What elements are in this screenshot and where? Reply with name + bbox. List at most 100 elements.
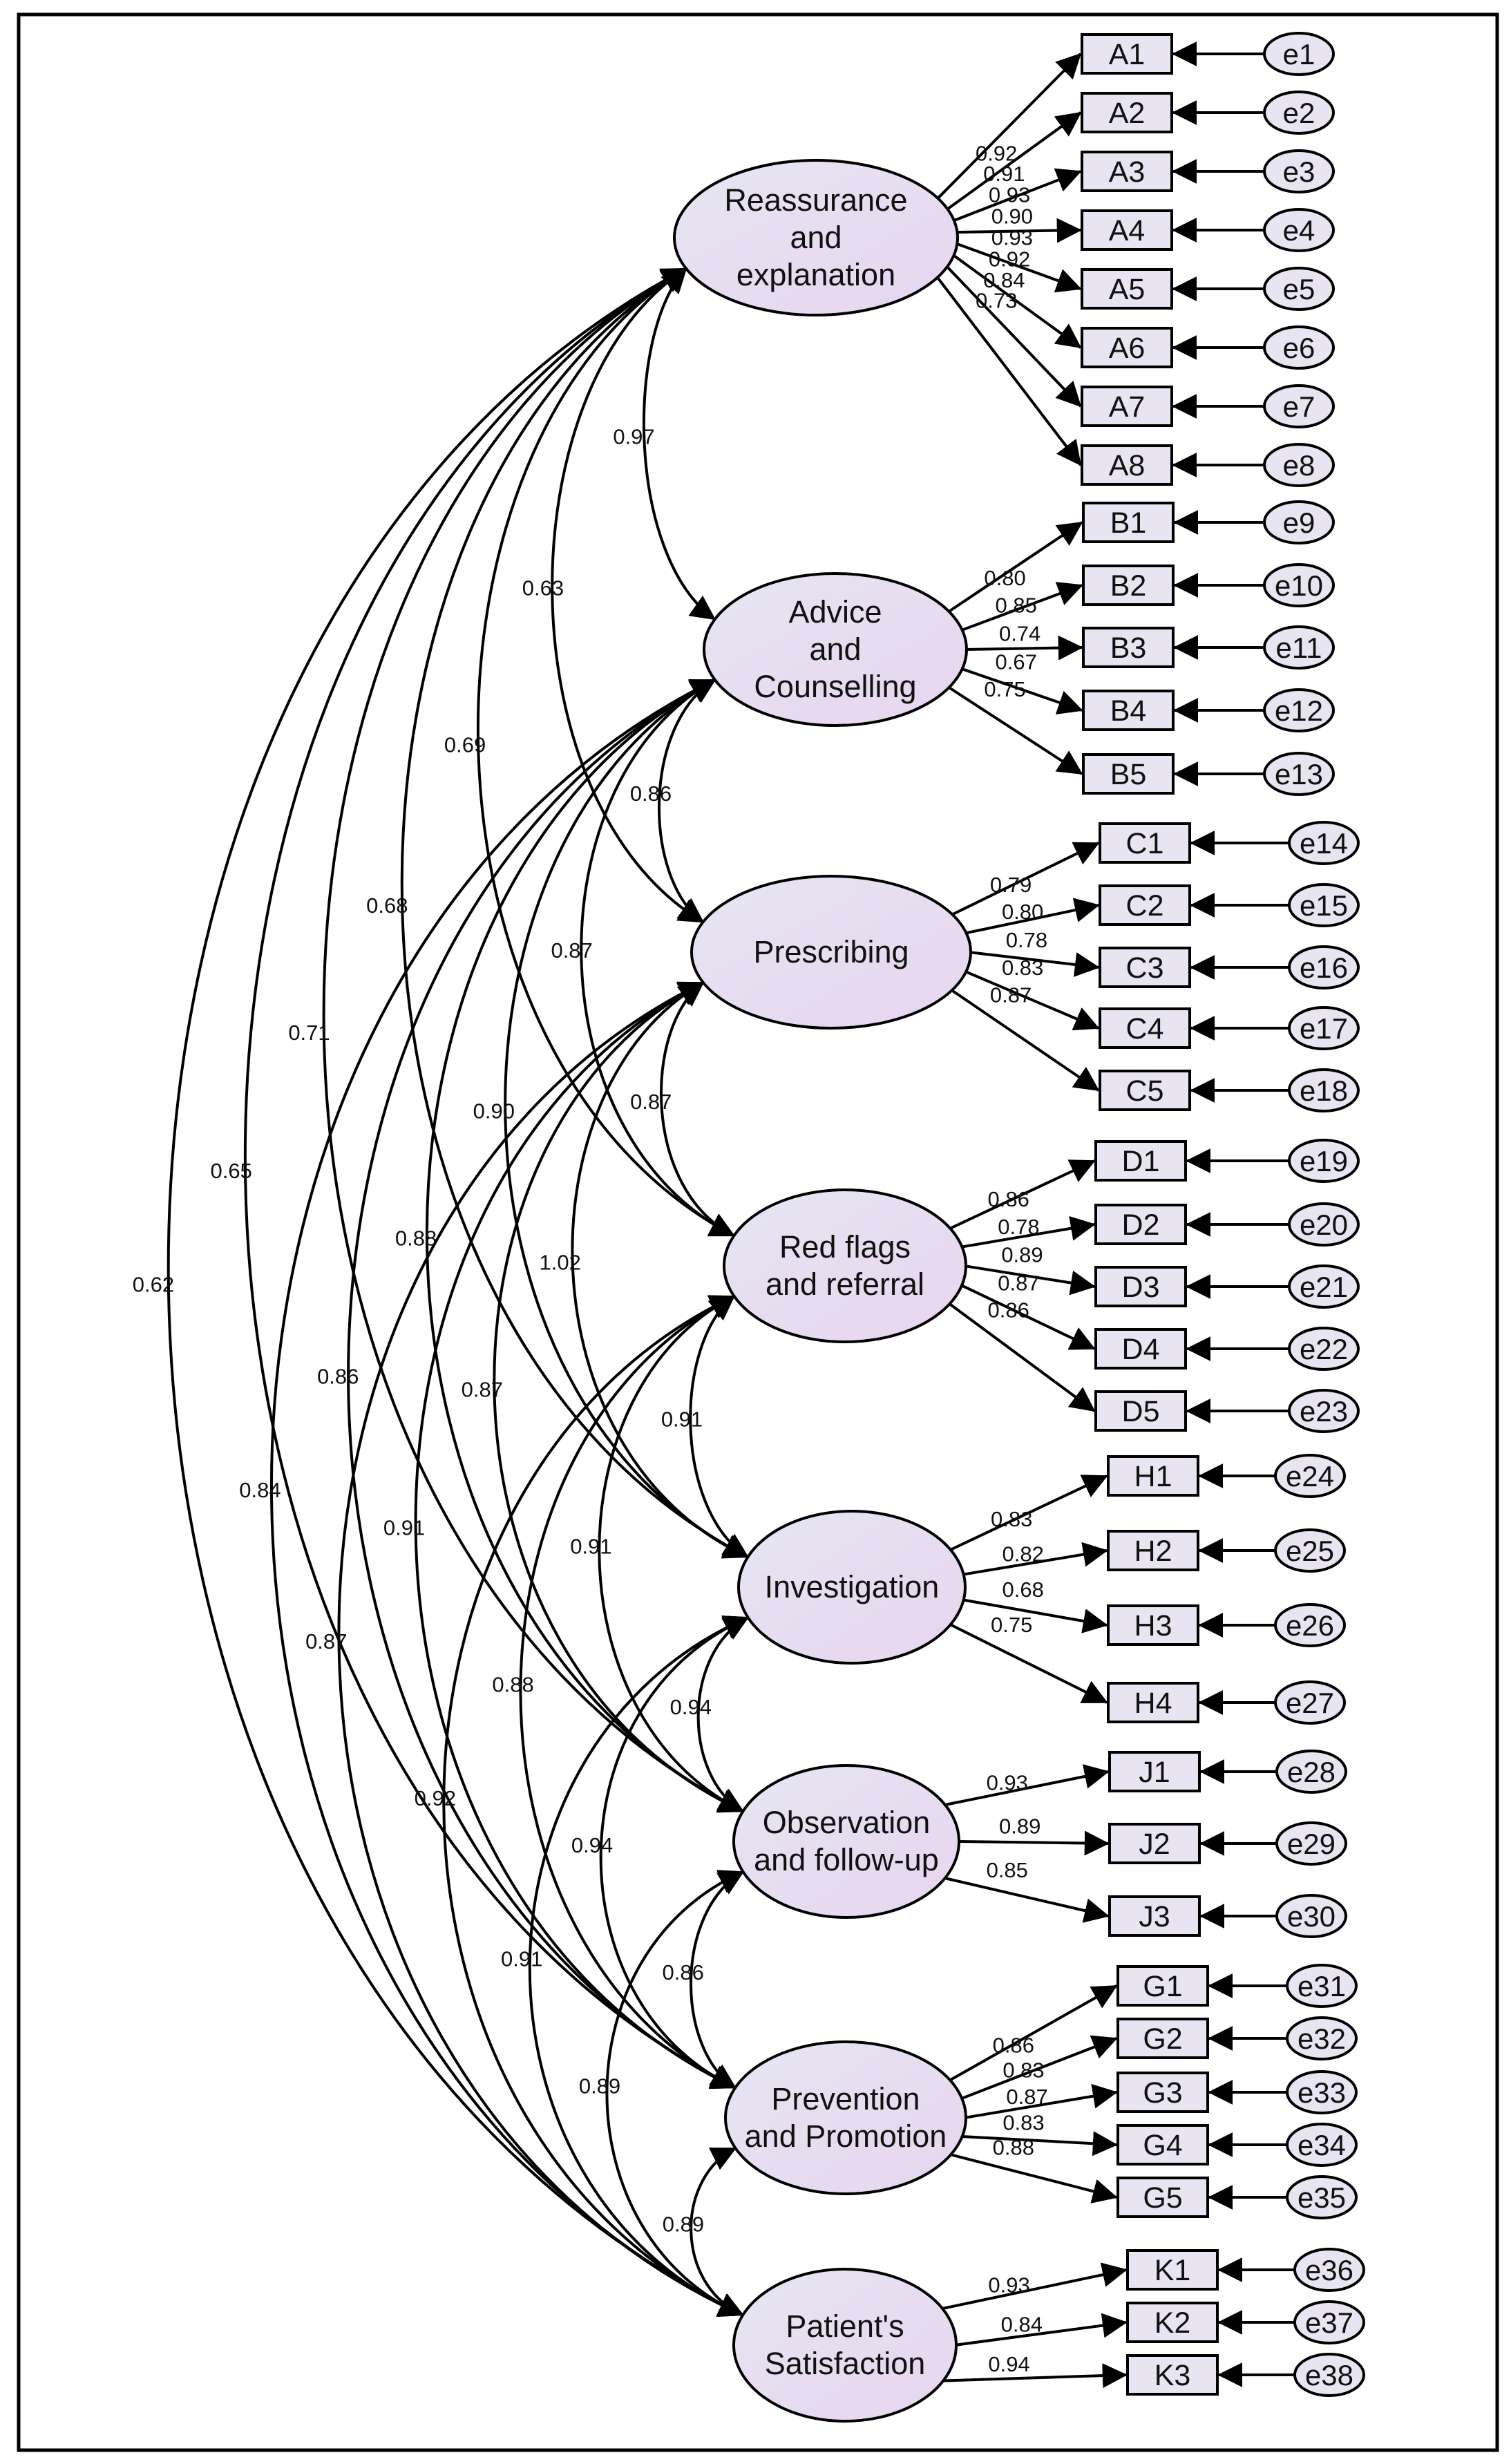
- covariance-arrow: [690, 2147, 744, 2317]
- indicator-label: H3: [1134, 1609, 1172, 1642]
- error-ellipse: [1263, 208, 1335, 252]
- error-ellipse: [1286, 2016, 1358, 2060]
- indicator-box: [1081, 327, 1173, 368]
- covariance-arrow: [414, 981, 737, 2089]
- indicator-label: K2: [1154, 2306, 1191, 2340]
- error-ellipse: [1288, 821, 1360, 865]
- indicator-label: H1: [1134, 1460, 1172, 1493]
- indicator-label: H4: [1134, 1687, 1172, 1720]
- indicator-label: D3: [1122, 1271, 1160, 1304]
- loading-label: 0.68: [1002, 1577, 1044, 1602]
- covariance-label: 0.97: [613, 425, 654, 449]
- loading-label: 0.74: [999, 621, 1040, 645]
- covariance-label: 0.91: [570, 1535, 611, 1559]
- loading-path: [955, 218, 1082, 243]
- error-ellipse: [1275, 1750, 1347, 1794]
- indicator-box: [1099, 884, 1191, 926]
- error-label: e10: [1275, 569, 1323, 602]
- indicator-label: D5: [1122, 1395, 1160, 1428]
- error-ellipse: [1286, 2070, 1358, 2114]
- covariance-arrow: [442, 1295, 744, 2317]
- error-label: e30: [1287, 1900, 1336, 1933]
- loading-path: [959, 1283, 1096, 1350]
- error-label: e5: [1283, 273, 1315, 305]
- loading-label: 0.82: [1002, 1542, 1044, 1566]
- error-ellipse: [1293, 2248, 1365, 2292]
- latent-ellipse: [732, 2268, 958, 2423]
- loading-label: 0.89: [999, 1814, 1040, 1839]
- loading-label: 0.85: [995, 594, 1036, 618]
- error-label: e32: [1298, 2022, 1346, 2055]
- loading-label: 0.89: [1001, 1243, 1043, 1267]
- indicator-box: [1082, 690, 1175, 731]
- loading-label: 0.78: [998, 1215, 1039, 1239]
- covariance-arrow: [599, 1615, 750, 2089]
- loading-path: [946, 1621, 1108, 1704]
- covariance-arrow: [519, 1295, 737, 2089]
- indicator-label: G3: [1143, 2076, 1182, 2110]
- indicator-label: G1: [1143, 1970, 1182, 2003]
- indicator-box: [1108, 1751, 1201, 1792]
- loading-label: 0.87: [998, 1271, 1039, 1295]
- error-label: e26: [1286, 1609, 1334, 1642]
- indicator-label: C1: [1126, 827, 1164, 860]
- loading-label: 0.79: [990, 873, 1032, 897]
- indicator-box: [1094, 1390, 1187, 1432]
- latent-label: Counselling: [754, 669, 916, 704]
- covariance-label: 0.87: [305, 1629, 347, 1653]
- loading-label: 0.84: [1001, 2313, 1043, 2337]
- loading-path: [947, 987, 1100, 1092]
- covariance-label: 0.89: [579, 2074, 620, 2098]
- latent-label: and referral: [766, 1267, 924, 1302]
- loading-path: [959, 1215, 1096, 1249]
- covariance-arrow: [528, 1615, 750, 2317]
- latent-label: explanation: [737, 257, 895, 292]
- loading-label: 0.80: [984, 566, 1025, 590]
- indicator-box: [1099, 1070, 1191, 1111]
- covariance-label: 0.87: [462, 1378, 503, 1402]
- loading-label: 0.87: [1006, 2085, 1047, 2109]
- error-label: e38: [1305, 2359, 1353, 2391]
- loading-path: [959, 582, 1083, 632]
- indicator-box: [1107, 1682, 1199, 1723]
- loading-path: [946, 1159, 1096, 1232]
- error-ellipse: [1293, 2353, 1365, 2397]
- error-label: e19: [1300, 1145, 1348, 1177]
- error-label: e18: [1300, 1074, 1348, 1107]
- loading-label: 0.86: [987, 1298, 1029, 1323]
- error-label: e7: [1283, 390, 1315, 423]
- error-label: e11: [1276, 632, 1322, 664]
- loading-path: [940, 1764, 1110, 1808]
- indicator-label: B5: [1110, 758, 1147, 791]
- covariance-label: 1.02: [539, 1251, 580, 1275]
- loading-path: [964, 2083, 1118, 2119]
- error-ellipse: [1288, 1264, 1360, 1309]
- indicator-label: A3: [1109, 155, 1146, 189]
- covariance-label: 0.89: [663, 2212, 704, 2237]
- error-ellipse: [1263, 267, 1335, 311]
- indicator-box: [1082, 565, 1175, 606]
- loading-path: [951, 168, 1082, 223]
- indicator-label: J1: [1139, 1756, 1170, 1789]
- covariance-arrow: [605, 1870, 745, 2317]
- error-label: e2: [1283, 97, 1315, 129]
- latent-ellipse: [703, 572, 968, 727]
- indicator-label: C2: [1126, 889, 1164, 922]
- error-label: e16: [1300, 951, 1348, 984]
- error-label: e12: [1275, 694, 1323, 727]
- error-label: e1: [1283, 38, 1315, 70]
- indicator-box: [1081, 33, 1173, 75]
- loading-path: [964, 635, 1083, 661]
- loading-path: [944, 263, 1082, 408]
- covariance-arrow: [476, 267, 735, 1238]
- loading-path: [963, 898, 1100, 936]
- indicator-box: [1094, 1328, 1187, 1370]
- covariance-label: 0.94: [571, 1833, 613, 1857]
- loading-label: 0.90: [991, 204, 1033, 228]
- latent-ellipse: [737, 1510, 967, 1665]
- indicator-label: G5: [1143, 2181, 1182, 2215]
- covariance-label: 0.94: [670, 1695, 712, 1719]
- error-label: e14: [1300, 827, 1348, 860]
- latent-label: Investigation: [765, 1569, 940, 1604]
